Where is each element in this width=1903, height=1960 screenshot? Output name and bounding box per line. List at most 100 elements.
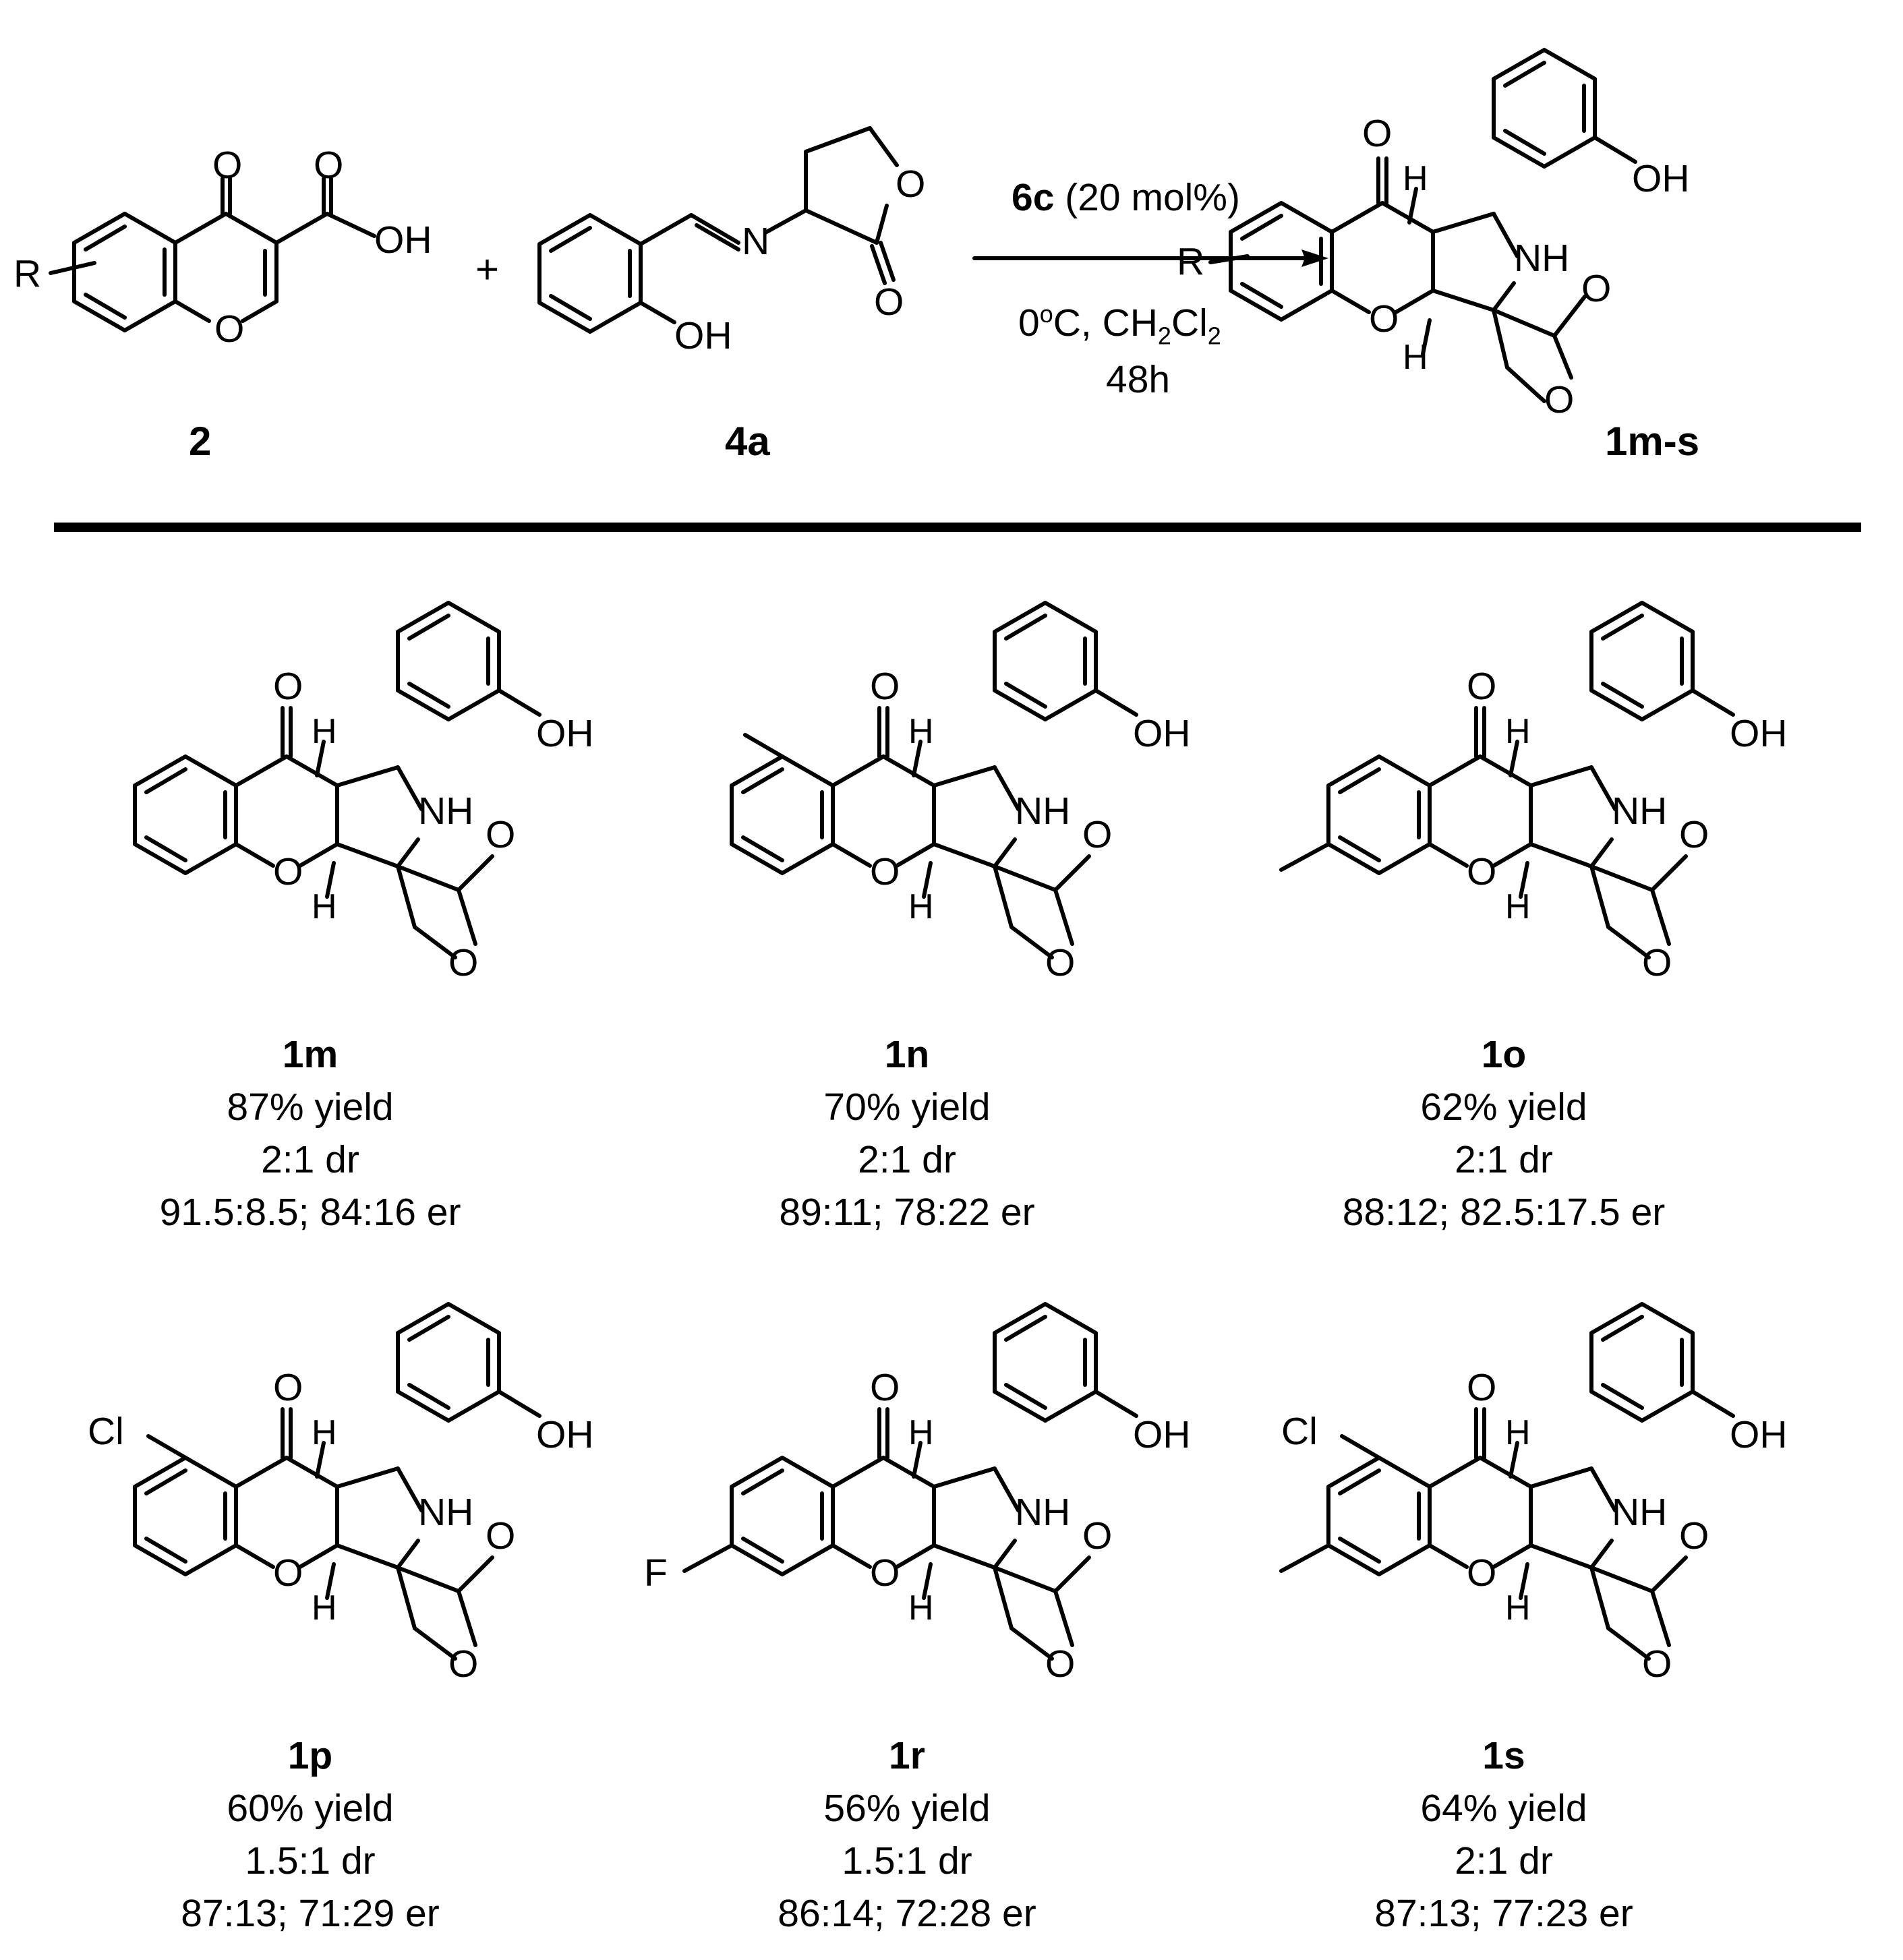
product-ring-O: O <box>1369 297 1399 340</box>
1m-er: 91.5:8.5; 84:16 er <box>159 1191 461 1234</box>
1p-dr: 1.5:1 dr <box>245 1839 376 1882</box>
reactant-2-R-label: R <box>13 252 42 295</box>
1m-yield: 87% yield <box>227 1086 394 1129</box>
1s-lactone-keto-O: O <box>1679 1514 1709 1557</box>
product-OH: OH <box>1632 157 1690 200</box>
1o-lactone-keto-O: O <box>1679 813 1709 856</box>
reactant-4a-ring-O: O <box>896 162 926 206</box>
reactant-2-structure <box>49 177 376 332</box>
reactant-2-id: 2 <box>189 419 212 464</box>
product-R-label: R <box>1177 240 1205 283</box>
separator-bar <box>54 523 1861 532</box>
1s-OH: OH <box>1730 1413 1788 1456</box>
1p-yield: 60% yield <box>227 1787 394 1830</box>
1p-H-bottom: H <box>312 1588 337 1628</box>
product-H-bottom: H <box>1403 338 1428 377</box>
1p-id: 1p <box>287 1734 333 1777</box>
product-keto-O: O <box>1362 112 1393 155</box>
product-id: 1m-s <box>1605 419 1700 464</box>
1s-dr: 2:1 dr <box>1455 1839 1553 1882</box>
1n-lactone-O: O <box>1045 941 1076 984</box>
1m-H-top: H <box>312 712 337 751</box>
1s-H-top: H <box>1505 1413 1531 1452</box>
substituent-bond-A <box>743 733 784 759</box>
1r-OH: OH <box>1133 1413 1191 1456</box>
plus-sign: + <box>475 247 500 292</box>
1m-keto-O: O <box>273 665 303 708</box>
1p-OH: OH <box>536 1413 594 1456</box>
1n-NH: NH <box>1015 790 1071 833</box>
1r-H-bottom: H <box>908 1588 934 1628</box>
1m-H-bottom: H <box>312 887 337 926</box>
reactant-2-OH: OH <box>374 218 432 262</box>
1o-NH: NH <box>1612 790 1668 833</box>
substituent-bond-A <box>1340 1434 1381 1460</box>
reactant-4a-id: 4a <box>725 419 770 464</box>
1n-H-top: H <box>908 712 934 751</box>
1r-H-top: H <box>908 1413 934 1452</box>
1n-OH: OH <box>1133 712 1191 755</box>
1p-ring-O: O <box>273 1551 303 1595</box>
product-H-top: H <box>1403 159 1428 198</box>
reactant-4a-keto-O: O <box>874 280 904 324</box>
1o-er: 88:12; 82.5:17.5 er <box>1342 1191 1666 1234</box>
conditions-temperature-solvent: 0oC, CH2Cl2 <box>1018 300 1221 350</box>
1p-keto-O: O <box>273 1366 303 1409</box>
1s-NH: NH <box>1612 1491 1668 1534</box>
1m-id: 1m <box>282 1033 339 1076</box>
conditions-catalyst: 6c (20 mol%) <box>1012 176 1240 219</box>
reactant-4a-N: N <box>742 220 770 263</box>
substituent-bond-B <box>682 1543 734 1573</box>
1s-id: 1s <box>1482 1734 1525 1777</box>
1r-er: 86:14; 72:28 er <box>778 1892 1036 1935</box>
1o-dr: 2:1 dr <box>1455 1138 1553 1181</box>
1n-lactone-keto-O: O <box>1082 813 1113 856</box>
1r-keto-O: O <box>870 1366 900 1409</box>
1o-OH: OH <box>1730 712 1788 755</box>
reactant-4a-structure <box>537 126 899 334</box>
1r-lactone-O: O <box>1045 1642 1076 1686</box>
reactant-2-acid-O: O <box>314 144 344 187</box>
1n-id: 1n <box>884 1033 930 1076</box>
1n-yield: 70% yield <box>823 1086 991 1129</box>
1m-OH: OH <box>536 712 594 755</box>
1r-NH: NH <box>1015 1491 1071 1534</box>
1p-substituent-Cl: Cl <box>88 1410 124 1453</box>
product-1m-s-structure <box>1208 48 1637 403</box>
1n-er: 89:11; 78:22 er <box>779 1191 1035 1234</box>
1r-substituent-F: F <box>644 1551 668 1595</box>
reactant-4a-OH: OH <box>674 314 732 357</box>
1n-H-bottom: H <box>908 887 934 926</box>
1o-ring-O: O <box>1467 850 1497 893</box>
1s-yield: 64% yield <box>1420 1787 1587 1830</box>
substituent-bond-B <box>1279 1543 1330 1573</box>
1p-NH: NH <box>418 1491 474 1534</box>
1n-keto-O: O <box>870 665 900 708</box>
1o-yield: 62% yield <box>1420 1086 1587 1129</box>
1r-ring-O: O <box>870 1551 900 1595</box>
1s-lactone-O: O <box>1642 1642 1672 1686</box>
1o-lactone-O: O <box>1642 941 1672 984</box>
1s-substituent-Cl: Cl <box>1281 1410 1318 1453</box>
1o-H-top: H <box>1505 712 1531 751</box>
1o-H-bottom: H <box>1505 887 1531 926</box>
reactant-2-keto-O: O <box>212 144 243 187</box>
1m-lactone-keto-O: O <box>486 813 516 856</box>
caption-1n: 1n 70% yield 2:1 dr 89:11; 78:22 er <box>671 1028 1143 1239</box>
product-lactone-O: O <box>1544 378 1575 421</box>
1p-H-top: H <box>312 1413 337 1452</box>
1p-lactone-O: O <box>448 1642 479 1686</box>
substituent-bond-B <box>1279 842 1330 872</box>
1o-keto-O: O <box>1467 665 1497 708</box>
1n-dr: 2:1 dr <box>858 1138 956 1181</box>
conditions-time: 48h <box>1106 358 1171 401</box>
